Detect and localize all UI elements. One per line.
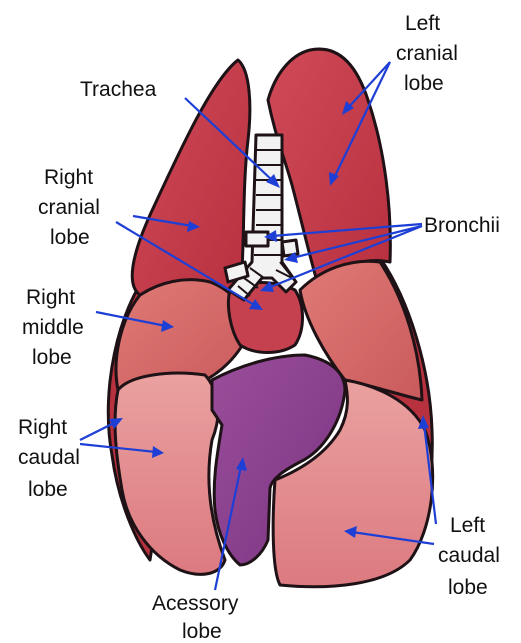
label-bronchii: Bronchii xyxy=(424,214,500,237)
svg-text:Right: Right xyxy=(18,416,67,439)
label-right-caudal-lobe: Right caudal lobe xyxy=(18,416,80,501)
svg-text:cranial: cranial xyxy=(396,42,458,65)
label-left-cranial-lobe: Left cranial lobe xyxy=(396,12,458,95)
svg-text:lobe: lobe xyxy=(182,620,222,643)
label-right-cranial-lobe: Right cranial lobe xyxy=(38,166,100,249)
right-caudal-lobe xyxy=(115,373,225,574)
label-trachea: Trachea xyxy=(80,78,157,101)
svg-text:lobe: lobe xyxy=(50,226,90,249)
label-left-caudal-lobe: Left caudal lobe xyxy=(438,514,500,599)
svg-text:caudal: caudal xyxy=(18,446,80,469)
svg-text:lobe: lobe xyxy=(28,478,68,501)
svg-text:Left: Left xyxy=(450,514,485,537)
svg-text:Right: Right xyxy=(44,166,93,189)
svg-text:Left: Left xyxy=(405,12,440,35)
svg-text:middle: middle xyxy=(22,316,84,339)
label-right-middle-lobe: Right middle lobe xyxy=(22,286,84,369)
svg-text:lobe: lobe xyxy=(404,72,444,95)
svg-text:caudal: caudal xyxy=(438,544,500,567)
svg-text:lobe: lobe xyxy=(32,346,72,369)
svg-text:Right: Right xyxy=(26,286,75,309)
label-accessory-lobe: Acessory lobe xyxy=(152,592,239,643)
svg-text:Acessory: Acessory xyxy=(152,592,239,615)
svg-text:lobe: lobe xyxy=(448,576,488,599)
svg-text:cranial: cranial xyxy=(38,196,100,219)
